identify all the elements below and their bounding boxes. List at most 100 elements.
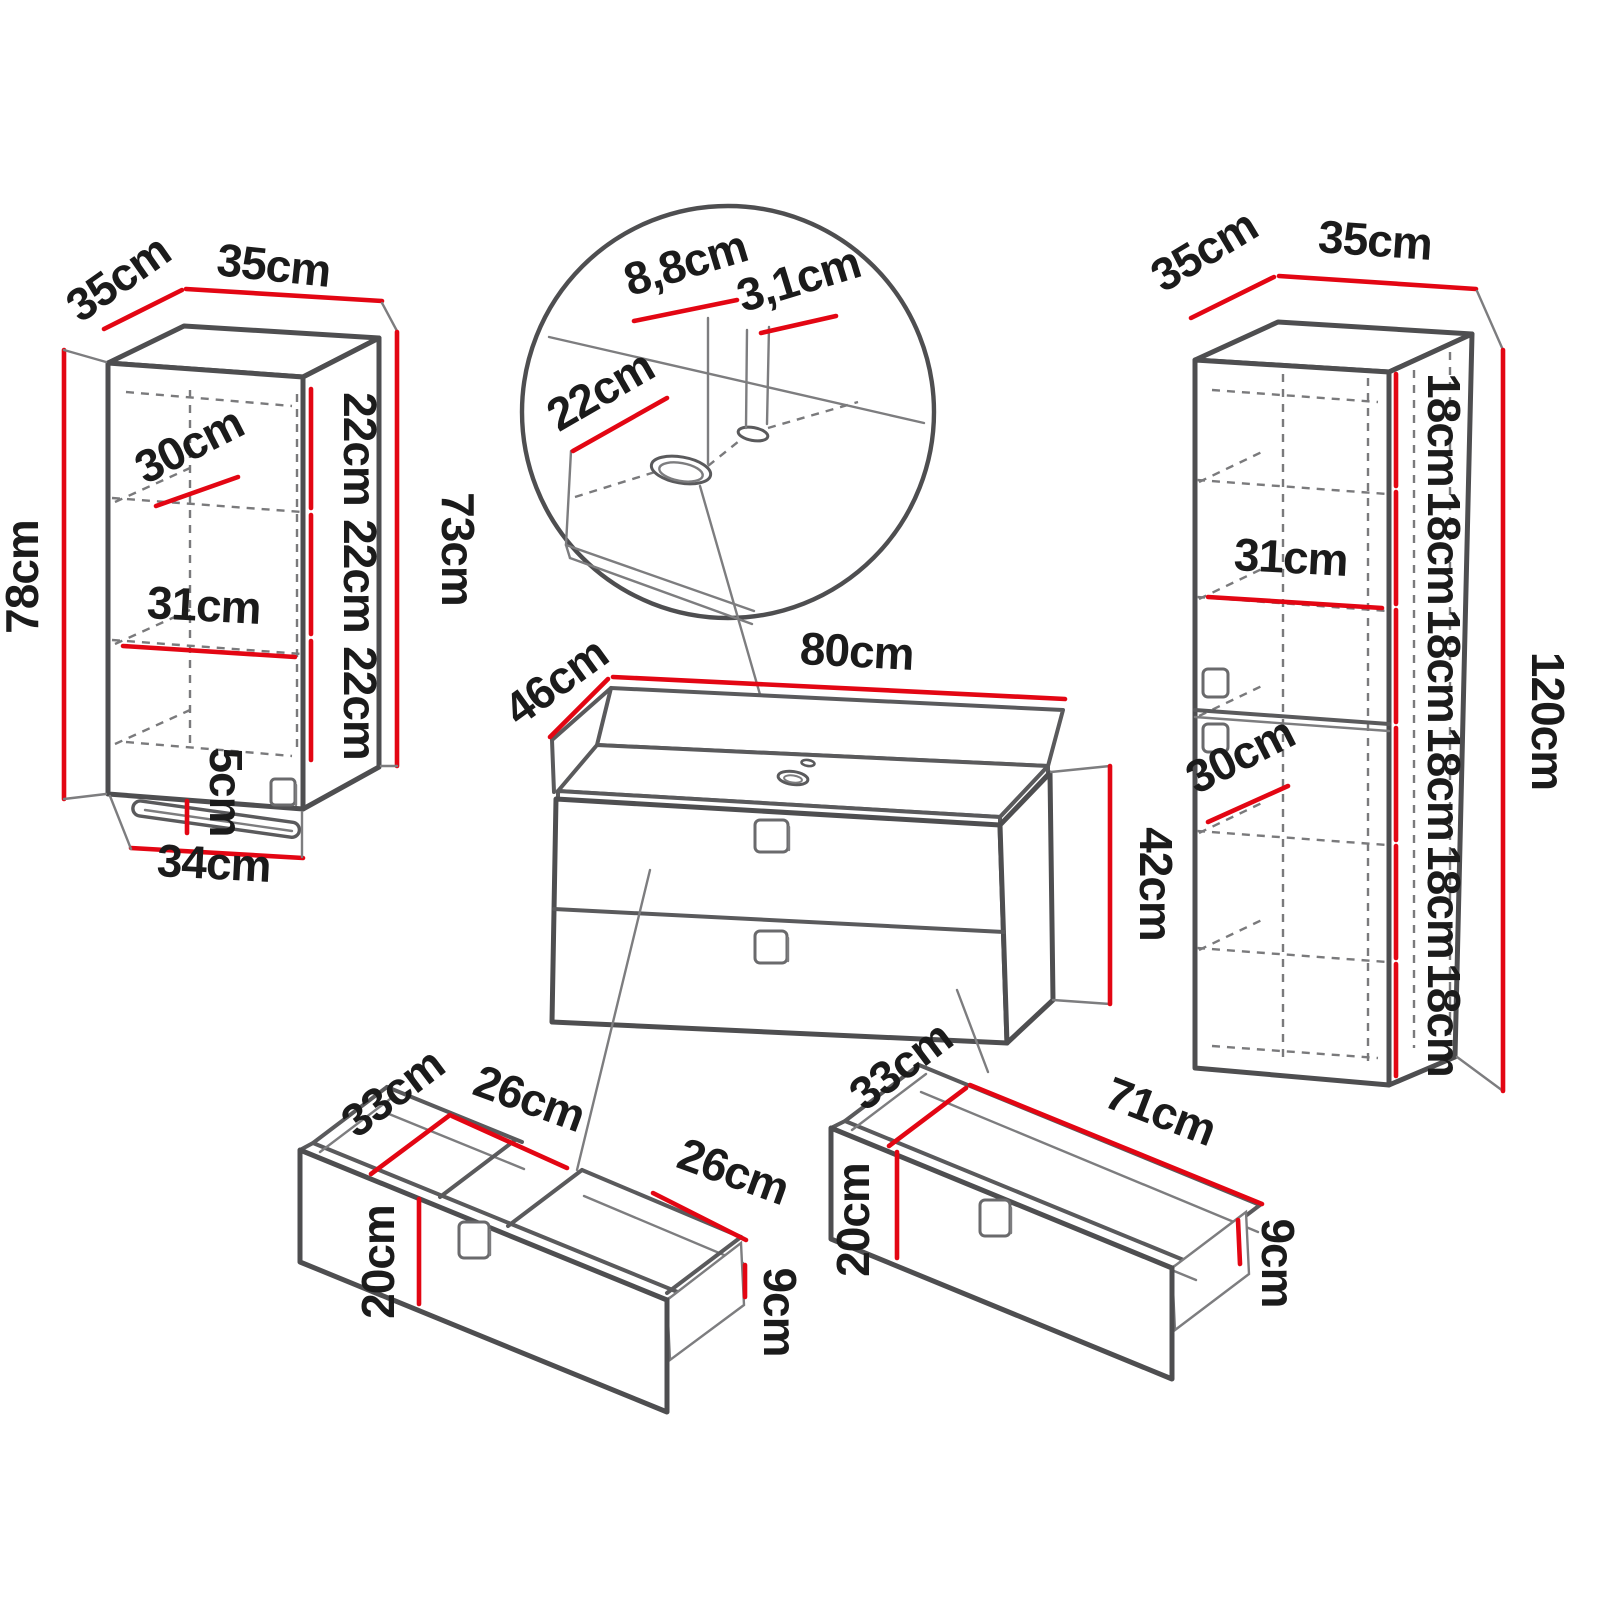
- drawer-left-wall-inner: [850, 1072, 928, 1132]
- hidden-shelf-depth-line: [1198, 916, 1267, 952]
- dim-label-section-5: 18cm: [1418, 845, 1470, 959]
- tap-hole: [736, 425, 770, 443]
- countertop-corner-edge: [564, 543, 572, 560]
- vanity-left-corner-edge: [550, 738, 556, 794]
- extension-line: [108, 794, 133, 851]
- dim-label-top-depth: 35cm: [1142, 199, 1266, 302]
- wall-cabinet-diagram: 35cm 35cm 78cm 73cm 30cm 31cm 22cm 22cm …: [0, 224, 484, 892]
- hidden-shelf-line: [111, 638, 303, 656]
- dimension-line-inner-width: [1205, 594, 1385, 611]
- dimension-line-top-width: [183, 286, 385, 304]
- dim-label-top-width: 35cm: [214, 233, 332, 297]
- dim-label-depth: 46cm: [494, 627, 617, 736]
- hidden-shelf-line: [1196, 946, 1388, 964]
- extension-line: [1455, 1055, 1505, 1093]
- drawer-back-wall-top-left: [385, 1085, 524, 1144]
- vanity-drain-hole-rim: [783, 774, 803, 784]
- countertop-left-edge: [564, 449, 573, 547]
- dimension-line-top-depth: [101, 287, 185, 332]
- door-handle: [269, 777, 297, 807]
- hidden-shelf-line: [1196, 829, 1388, 847]
- dimension-line-right-width: [650, 1190, 749, 1243]
- drawer-right-wall-top: [665, 1235, 743, 1295]
- dimension-line-left-width: [449, 1113, 570, 1171]
- drawer-back-wall-inner: [919, 1090, 1260, 1234]
- drawer-divider-right: [506, 1168, 584, 1228]
- tall-cabinet-diagram: 35cm 35cm 31cm 30cm 18cm 18cm 18cm 18cm …: [1142, 199, 1574, 1094]
- dim-label-inner-width: 31cm: [146, 576, 262, 634]
- drawer-handle-upper: [753, 818, 790, 854]
- dim-label-bottom-width: 34cm: [156, 834, 272, 892]
- dim-label-top-width: 35cm: [1317, 210, 1434, 270]
- dim-label-depth: 33cm: [331, 1037, 453, 1147]
- extension-line: [380, 301, 399, 333]
- hidden-shelf-depth-line: [1198, 682, 1267, 718]
- hidden-shelf-depth-line: [1198, 799, 1267, 835]
- door-handle-lower: [1201, 722, 1230, 754]
- detail-zoom-circle: [519, 203, 937, 621]
- hidden-edge-line: [125, 390, 293, 408]
- hidden-shelf-depth-line: [1198, 565, 1267, 601]
- drawer-divider-left: [438, 1139, 516, 1199]
- dim-label-section-4: 18cm: [1418, 727, 1470, 841]
- dim-label-section-1: 18cm: [1418, 373, 1470, 487]
- double-drawer-diagram: 33cm 26cm 26cm 20cm 9cm: [297, 1037, 806, 1415]
- towel-rail-inner-line: [143, 808, 294, 833]
- dim-label-right-width: 26cm: [671, 1127, 796, 1215]
- measure-drop-line: [744, 328, 749, 430]
- hidden-edge-line: [1211, 388, 1379, 404]
- dimension-line-shelf-depth: [1205, 783, 1291, 825]
- dimension-line-depth: [368, 1112, 453, 1177]
- extension-line: [62, 348, 108, 364]
- dimension-line-width: [610, 674, 1068, 702]
- extension-line: [1049, 764, 1112, 774]
- drawer-right-wall-face: [665, 1240, 746, 1363]
- door-split-line: [1193, 708, 1391, 726]
- dim-label-section-2: 18cm: [1418, 491, 1470, 605]
- extension-line: [1051, 998, 1112, 1006]
- basin-drain-hole-rim: [658, 461, 704, 483]
- dimension-line-inner-height: [1235, 1217, 1243, 1267]
- dimension-line-tap-hole: [758, 313, 839, 336]
- vanity-unit-diagram: 46cm 80cm 42cm: [494, 622, 1182, 1172]
- dimension-line-bottom-width: [128, 845, 306, 861]
- dimension-line-depth: [886, 1085, 969, 1149]
- dim-label-front-height: 20cm: [352, 1205, 404, 1319]
- measure-drop-line: [765, 325, 771, 426]
- dim-label-width: 80cm: [799, 622, 915, 680]
- dim-label-inner-height: 9cm: [1252, 1218, 1304, 1307]
- drawer-front-panel: [828, 1125, 1175, 1382]
- dim-label-width: 71cm: [1098, 1066, 1223, 1155]
- dim-label-section-2: 22cm: [334, 519, 386, 633]
- dimension-line-width: [967, 1082, 1265, 1207]
- drawer-front-panel: [297, 1147, 670, 1415]
- dim-label-inner-height: 9cm: [754, 1267, 806, 1356]
- extension-line: [1475, 289, 1505, 352]
- tall-cabinet-front-face: [1192, 357, 1392, 1088]
- hidden-shelf-depth-line: [1198, 448, 1267, 484]
- hidden-shelf-line: [1196, 478, 1388, 496]
- dim-label-top-depth: 35cm: [56, 224, 179, 332]
- vanity-drawer-split-line: [552, 907, 1006, 934]
- leader-line-to-double-drawer: [575, 868, 652, 1172]
- countertop-front-edge: [564, 543, 756, 613]
- dim-label-section-6: 18cm: [1418, 963, 1470, 1077]
- hidden-edge-line: [1211, 1044, 1379, 1060]
- vanity-top-left-edge: [550, 686, 613, 742]
- dimension-line-basin-hole: [631, 297, 740, 324]
- countertop-thickness-edge: [568, 556, 754, 626]
- drawer-handle: [457, 1220, 491, 1260]
- dimension-line-inner-width: [120, 643, 298, 660]
- drawer-back-wall-inner-left: [387, 1112, 526, 1171]
- hidden-shelf-line: [111, 496, 303, 514]
- sink-cutout-detail-diagram: 22cm 8,8cm 3,1cm: [519, 203, 937, 773]
- dim-label-height: 42cm: [1130, 827, 1182, 941]
- dim-label-overall-height: 120cm: [1522, 652, 1574, 790]
- drawer-left-wall-top: [843, 1063, 921, 1123]
- dim-label-rail-gap: 5cm: [200, 747, 252, 836]
- dimension-line-hole-offset: [570, 395, 670, 454]
- hidden-edge-line: [125, 740, 293, 758]
- drawer-left-wall-inner: [318, 1094, 396, 1154]
